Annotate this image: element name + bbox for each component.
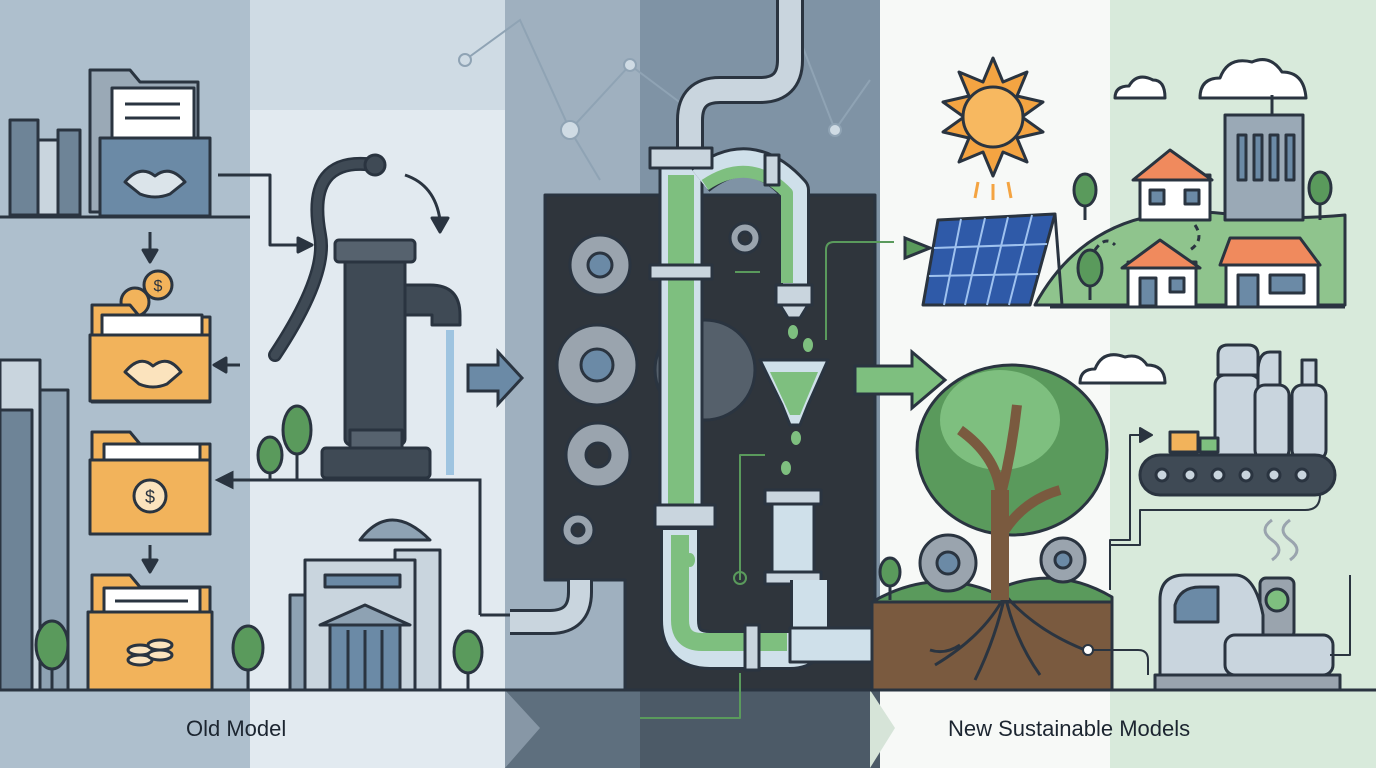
tree-icon: [915, 363, 1109, 600]
solar-panel-icon: [921, 212, 1064, 307]
gear-icon: [918, 533, 1087, 593]
money-folder-icon: [88, 303, 212, 404]
network-lines: [458, 18, 871, 181]
dollar-folder-icon: $: [88, 430, 212, 536]
house-icon: [1120, 238, 1202, 309]
government-building-icon: [288, 518, 442, 692]
new-model-section: [921, 56, 1347, 309]
handshake-folder-icon: [88, 68, 212, 218]
sun-icon: [941, 56, 1045, 200]
shop-icon: [1218, 236, 1322, 309]
savings-folder-icon: [86, 573, 214, 692]
transformation-machine: [510, 0, 921, 719]
cloud-icon: [1198, 58, 1308, 100]
tree-icon: [34, 404, 484, 690]
svg-text:$: $: [145, 487, 155, 507]
old-model-section: $ $: [0, 68, 484, 692]
office-building-icon: [1223, 95, 1305, 222]
house-icon: [1131, 148, 1214, 222]
svg-text:$: $: [154, 278, 163, 295]
arrow-right-icon: [466, 348, 525, 408]
new-models-label: New Sustainable Models: [948, 716, 1191, 741]
water-pump-icon: [268, 153, 462, 480]
cloud-icon: [1078, 353, 1167, 385]
flow-arrow: [853, 235, 948, 412]
old-model-label: Old Model: [186, 716, 287, 741]
clean-factory-icon: [1138, 343, 1337, 497]
ecosystem-section: [870, 343, 1351, 692]
